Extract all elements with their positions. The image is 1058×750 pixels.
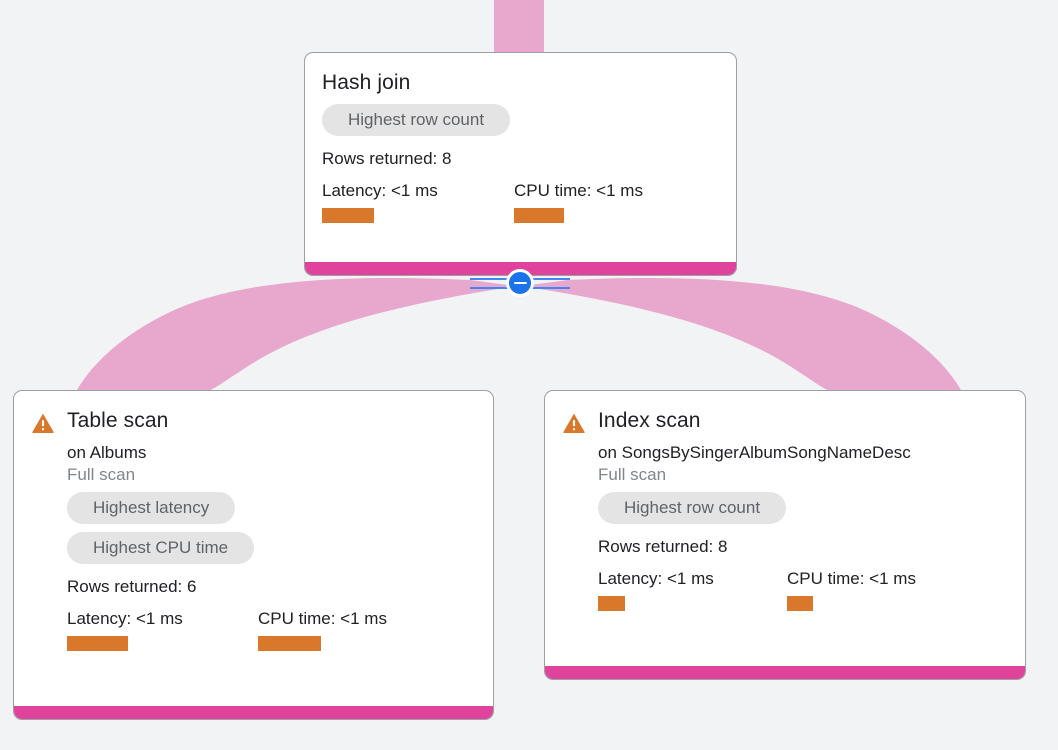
chip-row: Highest CPU time [67,532,476,570]
metric-label: Latency: <1 ms [598,569,714,588]
node-title: Index scan [598,409,701,432]
node-title: Hash join [322,71,411,94]
node-accent-bar [545,666,1025,679]
chip-highest-latency: Highest latency [67,492,236,524]
collapse-toggle[interactable] [506,269,534,297]
rows-returned: Rows returned: 8 [598,537,728,556]
node-subject: on Albums [67,443,147,462]
metric-bar-latency [322,208,374,223]
metric-bar-latency [67,636,128,651]
node-content: Table scan on Albums Full scan Highest l… [67,408,476,651]
node-title: Table scan [67,409,169,432]
node-content: Hash join Highest row count Rows returne… [322,70,719,223]
node-scan-type: Full scan [598,465,667,484]
metric-bar-cpu-time [787,596,813,611]
rows-returned: Rows returned: 6 [67,577,197,596]
metric-label: CPU time: <1 ms [787,569,916,588]
metric-cpu-time: CPU time: <1 ms [258,608,387,651]
node-body: Index scan on SongsBySingerAlbumSongName… [545,391,1025,666]
node-accent-bar [305,262,736,275]
node-body: Table scan on Albums Full scan Highest l… [14,391,493,706]
node-index-scan[interactable]: Index scan on SongsBySingerAlbumSongName… [544,390,1026,680]
chip-highest-row-count: Highest row count [322,104,511,136]
metric-label: CPU time: <1 ms [514,181,643,200]
metric-label: Latency: <1 ms [67,609,183,628]
metric-cpu-time: CPU time: <1 ms [787,568,916,611]
rows-returned: Rows returned: 8 [322,149,452,168]
metrics: Latency: <1 ms CPU time: <1 ms [67,608,476,651]
metrics: Latency: <1 ms CPU time: <1 ms [598,568,1008,611]
warning-column [31,408,67,434]
chip-highest-row-count: Highest row count [598,492,787,524]
metric-bar-cpu-time [258,636,321,651]
edge-hash-join-to-table-scan [76,277,516,392]
rail-right-bottom [528,287,570,289]
metrics: Latency: <1 ms CPU time: <1 ms [322,180,719,223]
chip-row: Highest row count [322,104,719,142]
chip-highest-cpu-time: Highest CPU time [67,532,255,564]
chip-row: Highest row count [598,492,1008,530]
chip-row: Highest latency [67,492,476,530]
metric-latency: Latency: <1 ms [322,180,514,223]
metric-label: CPU time: <1 ms [258,609,387,628]
metric-bar-latency [598,596,625,611]
node-subject: on SongsBySingerAlbumSongNameDesc [598,443,911,462]
node-accent-bar [14,706,493,719]
node-hash-join[interactable]: Hash join Highest row count Rows returne… [304,52,737,276]
minus-icon [513,281,527,285]
edge-parent-to-hash-join [494,0,544,54]
metric-label: Latency: <1 ms [322,181,438,200]
metric-latency: Latency: <1 ms [67,608,258,651]
warning-column [562,408,598,434]
metric-bar-cpu-time [514,208,564,223]
metric-latency: Latency: <1 ms [598,568,787,611]
node-body: Hash join Highest row count Rows returne… [305,53,736,262]
warning-icon [32,413,54,433]
warning-icon [563,413,585,433]
node-table-scan[interactable]: Table scan on Albums Full scan Highest l… [13,390,494,720]
rail-right-top [528,278,570,280]
metric-cpu-time: CPU time: <1 ms [514,180,643,223]
node-content: Index scan on SongsBySingerAlbumSongName… [598,408,1008,611]
edge-hash-join-to-index-scan [522,277,962,392]
node-scan-type: Full scan [67,465,136,484]
